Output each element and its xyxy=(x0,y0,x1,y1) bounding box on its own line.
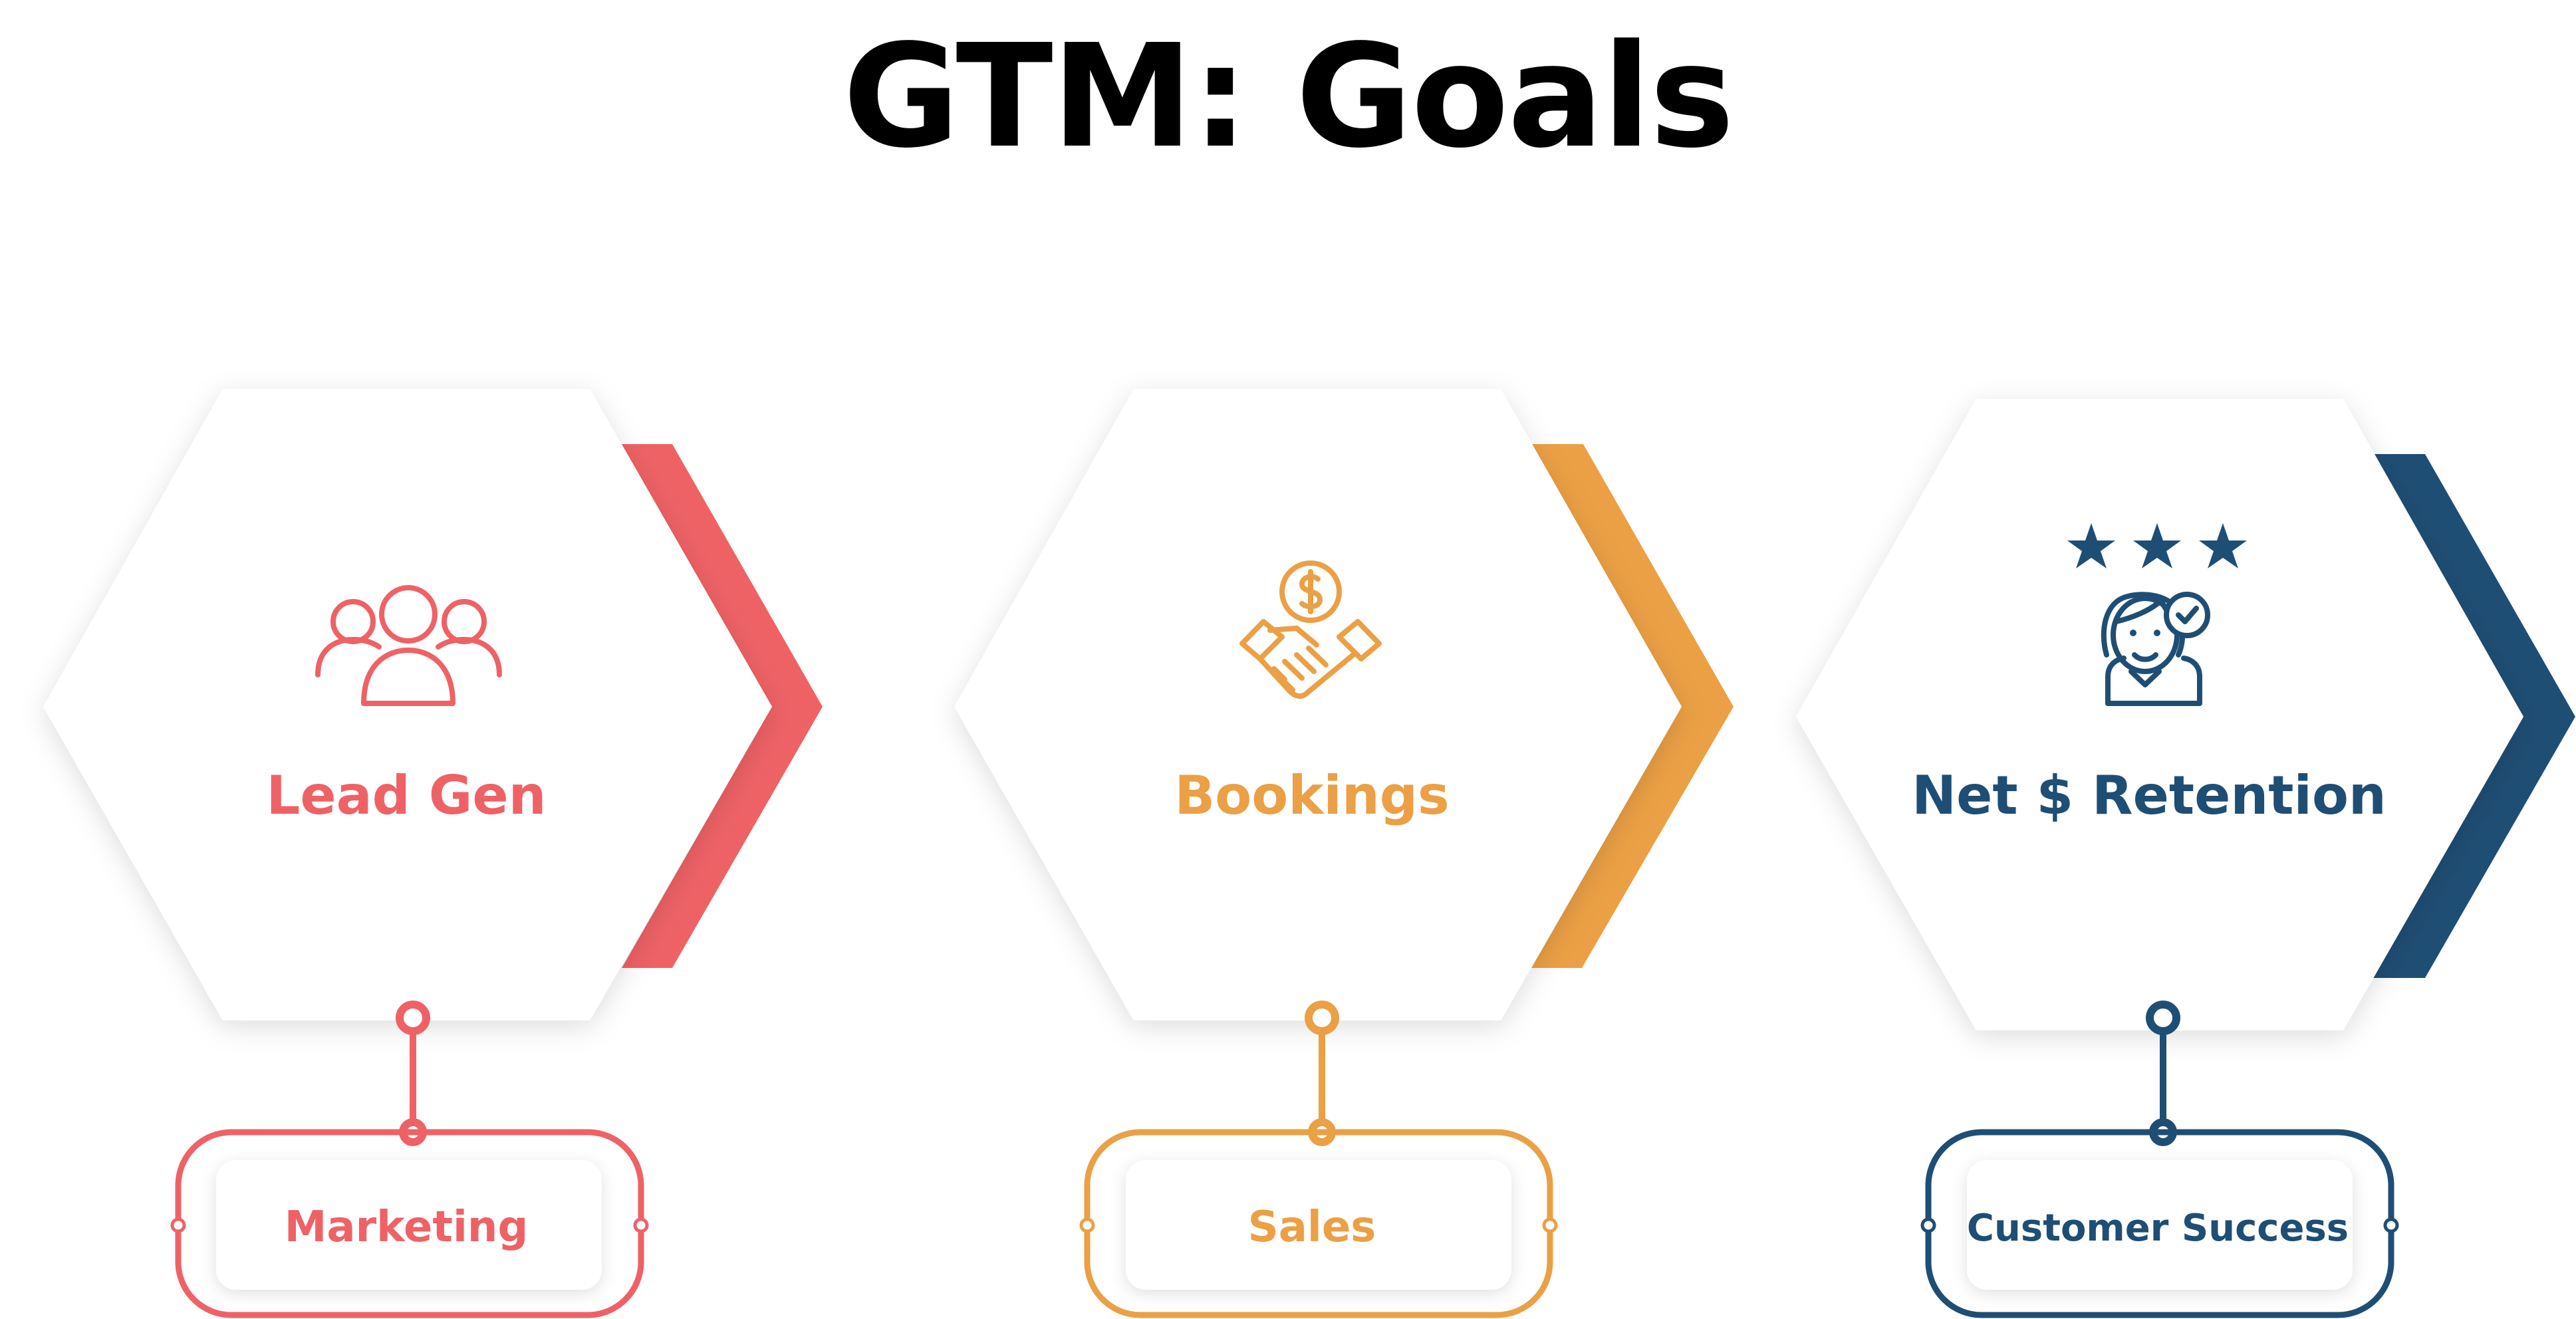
hexagon-card xyxy=(1796,399,2523,1030)
team-label: Sales xyxy=(1248,1203,1376,1252)
goal-card-bookings: Bookings Sales xyxy=(954,389,1734,1318)
chevron-arrow xyxy=(622,444,823,968)
team-label: Customer Success xyxy=(1967,1207,2349,1250)
chevron-arrow xyxy=(1531,444,1734,968)
goal-card-lead-gen: Lead Gen Marketing xyxy=(43,389,823,1318)
team-label: Marketing xyxy=(285,1203,529,1252)
handshake-dollar-icon xyxy=(1239,560,1382,699)
goal-label: Lead Gen xyxy=(266,765,546,826)
goal-label: Net $ Retention xyxy=(1912,765,2386,826)
goal-label: Bookings xyxy=(1174,765,1449,826)
team-box xyxy=(1967,1160,2353,1290)
star-icon xyxy=(2067,523,2247,568)
hexagon-card xyxy=(954,389,1682,1020)
page-title: GTM: Goals xyxy=(842,14,1735,180)
connector xyxy=(1305,1001,1339,1146)
team-box xyxy=(216,1160,602,1290)
users-group-icon xyxy=(315,585,502,706)
customer-rating-icon xyxy=(2067,523,2247,706)
team-box xyxy=(1126,1160,1511,1290)
connector xyxy=(2146,1001,2180,1146)
chevron-arrow xyxy=(2373,454,2575,978)
goal-card-net-retention: Net $ Retention Customer Success xyxy=(1796,399,2575,1318)
connector xyxy=(396,1001,430,1146)
